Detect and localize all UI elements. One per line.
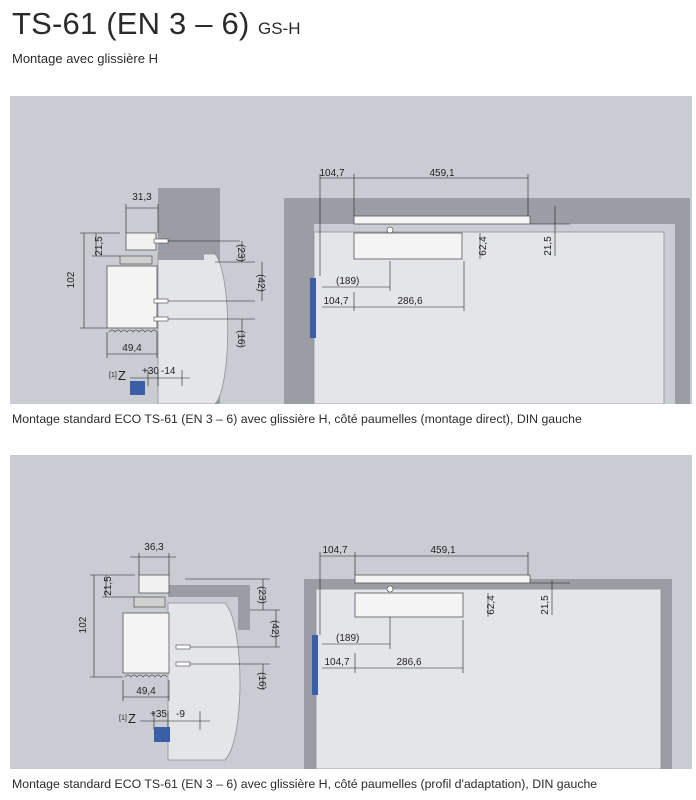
dim-front-bot-left: 104,7 [324,657,349,668]
door-frame [284,198,690,404]
page-title: TS-61 (EN 3 – 6) GS-H [12,6,300,42]
product-title: TS-61 (EN 3 – 6) [12,6,250,41]
dim-side-49: 49,4 [136,686,156,697]
screw [153,316,169,322]
z-label: Z [118,368,126,383]
closer-fins [124,674,168,678]
dim-front-bot-left: 104,7 [323,296,348,307]
screw [153,238,169,244]
door-leaf [313,231,665,405]
front-view: 104,7 459,1 62,4 21,5 (189) 104,7 286,6 [284,168,690,405]
dim-side-42: (42) [255,274,266,292]
page-subtitle: Montage avec glissière H [12,51,158,66]
dim-front-arm: (189) [336,633,359,644]
dim-side-16: (16) [256,672,267,690]
closer-body [106,265,158,329]
z-ref: [1] [119,715,127,722]
dim-front-vert-b: 21,5 [543,236,554,256]
dim-front-vert-b: 21,5 [540,595,551,615]
screw [175,644,191,650]
leader-lines [90,553,280,730]
screw [153,298,169,304]
dim-front-arm: (189) [336,276,359,287]
arm-pivot [386,226,394,234]
closer-front [354,592,464,618]
diagram-2: 36,3 21,5 102 (23) (42) (16) 49,4 [1] Z … [78,542,672,770]
front-leaders [319,552,570,673]
dim-side-width: 31,3 [132,192,152,203]
arm-pivot [386,585,394,593]
dim-front-bot-right: 286,6 [397,296,422,307]
hinge-side-blue [130,381,145,395]
diagram-1: 31,3 21,5 102 (23) (42) (16) 49,4 [1] Z … [66,168,690,405]
door-leaf-section [167,602,241,761]
slide-rail [354,574,531,584]
closer-front [353,232,463,260]
dim-side-21: 21,5 [94,236,105,256]
screw [175,661,191,667]
front-leaders [319,174,570,311]
dim-front-top-left: 104,7 [322,545,347,556]
side-view: 31,3 21,5 102 (23) (42) (16) 49,4 [1] Z … [66,188,266,405]
dim-side-102: 102 [66,271,77,288]
closer-body [122,612,170,674]
dim-side-23: (23) [235,244,246,262]
z-minus: -9 [176,709,185,720]
product-suffix: GS-H [257,19,301,38]
door-leaf-section [157,253,229,405]
slide-track [125,232,157,251]
leader-lines [80,204,263,386]
dim-front-bot-right: 286,6 [396,657,421,668]
dim-front-top-left: 104,7 [319,168,344,179]
dim-side-16: (16) [235,330,246,348]
z-plus: +35 [150,709,167,720]
dim-side-49: 49,4 [122,343,142,354]
front-view: 104,7 459,1 62,4 21,5 (189) 104,7 286,6 [304,545,672,770]
z-label: Z [128,711,136,726]
diagram-panel-1: 31,3 21,5 102 (23) (42) (16) 49,4 [1] Z … [10,96,692,405]
diagram-panel-2: 36,3 21,5 102 (23) (42) (16) 49,4 [1] Z … [10,455,692,770]
adapter-profile [168,585,250,630]
door-leaf [315,588,662,770]
caption-1: Montage standard ECO TS-61 (EN 3 – 6) av… [12,412,582,426]
dim-front-vert-a: 62,4 [478,236,489,256]
side-view: 36,3 21,5 102 (23) (42) (16) 49,4 [1] Z … [78,542,280,761]
dim-side-23: (23) [256,586,267,604]
hinge-icon [310,278,316,338]
dim-front-vert-a: 62,4 [486,595,497,615]
frame-profile [158,254,204,260]
dim-front-top-right: 459,1 [429,168,454,179]
dim-front-top-right: 459,1 [430,545,455,556]
hinge-icon [312,635,318,695]
slide-rail [353,215,531,225]
z-plus: +30 [142,366,159,377]
z-ref: [1] [109,372,117,379]
z-minus: -14 [161,366,176,377]
hinge-side-blue [154,727,170,742]
caption-2: Montage standard ECO TS-61 (EN 3 – 6) av… [12,777,598,791]
dim-side-102: 102 [78,616,89,633]
dim-side-21: 21,5 [103,576,114,596]
closer-fins [108,329,158,333]
arm-link [119,255,153,265]
arm-link [133,596,166,608]
slide-track [138,574,170,594]
dim-side-42: (42) [269,620,280,638]
dim-side-width: 36,3 [144,542,164,553]
